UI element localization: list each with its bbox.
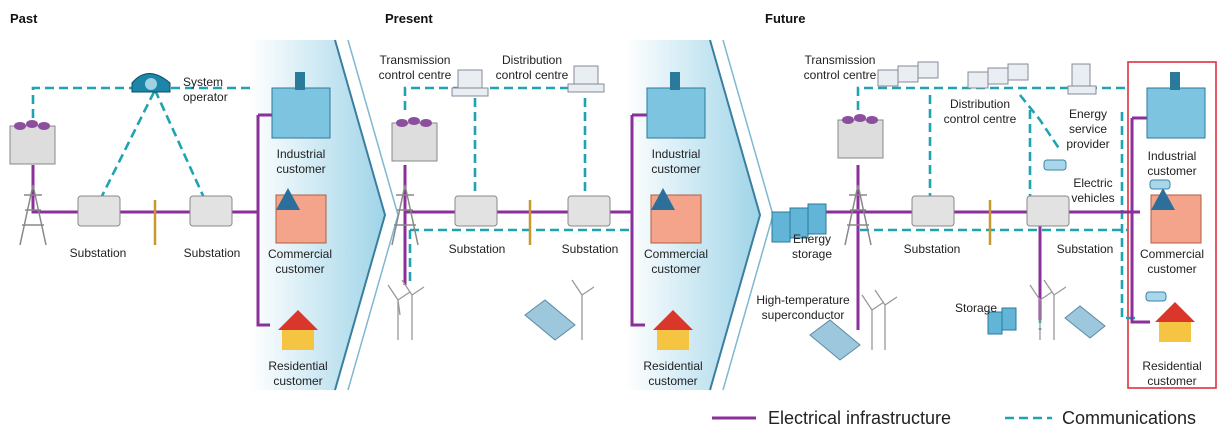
comm-line bbox=[1120, 112, 1138, 320]
substation-label: Substation bbox=[70, 246, 127, 260]
sensor-pole-icon bbox=[153, 200, 992, 245]
pylon-icon bbox=[19, 184, 872, 246]
substation-icon bbox=[77, 195, 1070, 227]
distribution-cc-label-1: Distribution bbox=[950, 97, 1010, 111]
comm-line bbox=[98, 89, 157, 201]
distribution-cc-label-2: control centre bbox=[944, 112, 1017, 126]
esp-label-2: service bbox=[1069, 122, 1107, 136]
computer-icon bbox=[451, 61, 1097, 97]
substation-label: Substation bbox=[184, 246, 241, 260]
comm-line bbox=[403, 86, 460, 110]
distribution-cc-label-2: control centre bbox=[496, 68, 569, 82]
arrow-edge bbox=[334, 39, 387, 391]
era-future: Future bbox=[765, 11, 805, 26]
arrow-edge bbox=[709, 39, 762, 391]
commercial-label-2: customer bbox=[1147, 262, 1196, 276]
energy-storage-icon bbox=[771, 203, 1017, 335]
comm-line bbox=[153, 89, 207, 201]
residential-label-1: Residential bbox=[1142, 359, 1201, 373]
substation-label: Substation bbox=[562, 242, 619, 256]
elec-line bbox=[1130, 118, 1150, 324]
comm-line bbox=[856, 86, 1128, 110]
energy-storage-label-1: Energy bbox=[793, 232, 831, 246]
storage-label: Storage bbox=[955, 301, 997, 315]
industrial-label-1: Industrial bbox=[652, 147, 701, 161]
commercial-label-1: Commercial bbox=[644, 247, 708, 261]
industrial-label-1: Industrial bbox=[277, 147, 326, 161]
factory-icon bbox=[271, 72, 1206, 139]
industrial-label-2: customer bbox=[1147, 164, 1196, 178]
legend-electrical-label: Electrical infrastructure bbox=[768, 408, 951, 428]
commercial-label-1: Commercial bbox=[268, 247, 332, 261]
solar-panel-icon bbox=[524, 299, 1106, 361]
elec-line bbox=[256, 115, 270, 327]
substation-label: Substation bbox=[1057, 242, 1114, 256]
commercial-label-2: customer bbox=[275, 262, 324, 276]
industrial-label-1: Industrial bbox=[1148, 149, 1197, 163]
htsc-label-1: High-temperature bbox=[756, 293, 850, 307]
commercial-label-1: Commercial bbox=[1140, 247, 1204, 261]
residential-label-2: customer bbox=[273, 374, 322, 388]
residential-label-2: customer bbox=[1147, 374, 1196, 388]
wind-turbine-icon bbox=[387, 279, 1067, 350]
substation-label: Substation bbox=[449, 242, 506, 256]
substation-label: Substation bbox=[904, 242, 961, 256]
power-plant-icon bbox=[9, 120, 56, 165]
industrial-label-2: customer bbox=[276, 162, 325, 176]
comm-line bbox=[1018, 94, 1062, 151]
htsc-label-2: superconductor bbox=[762, 308, 845, 322]
transmission-cc-label-2: control centre bbox=[804, 68, 877, 82]
transmission-cc-label-2: control centre bbox=[379, 68, 452, 82]
transmission-cc-label-1: Transmission bbox=[380, 53, 451, 67]
customer-highlight-box bbox=[1127, 61, 1217, 389]
commercial-building-icon bbox=[275, 188, 1202, 244]
system-operator-label-1: System bbox=[183, 75, 223, 89]
system-operator-label-2: operator bbox=[183, 90, 228, 104]
residential-label-1: Residential bbox=[268, 359, 327, 373]
comm-line bbox=[31, 86, 255, 118]
elec-line bbox=[31, 165, 258, 214]
electric-vehicle-icon bbox=[1043, 159, 1171, 302]
power-plant-icon bbox=[391, 117, 438, 162]
distribution-cc-label-1: Distribution bbox=[502, 53, 562, 67]
transmission-cc-label-1: Transmission bbox=[805, 53, 876, 67]
ev-label-1: Electric bbox=[1073, 176, 1112, 190]
commercial-label-2: customer bbox=[651, 262, 700, 276]
ev-label-2: vehicles bbox=[1071, 191, 1114, 205]
era-past: Past bbox=[10, 11, 38, 26]
industrial-label-2: customer bbox=[651, 162, 700, 176]
telephone-icon bbox=[131, 73, 171, 93]
house-icon bbox=[278, 302, 1195, 350]
esp-label-3: provider bbox=[1066, 137, 1109, 151]
era-present: Present bbox=[385, 11, 433, 26]
elec-line bbox=[630, 115, 645, 327]
residential-label-2: customer bbox=[648, 374, 697, 388]
residential-label-1: Residential bbox=[643, 359, 702, 373]
legend-communications-label: Communications bbox=[1062, 408, 1196, 428]
power-plant-icon bbox=[837, 114, 884, 159]
esp-label-1: Energy bbox=[1069, 107, 1107, 121]
energy-storage-label-2: storage bbox=[792, 247, 832, 261]
